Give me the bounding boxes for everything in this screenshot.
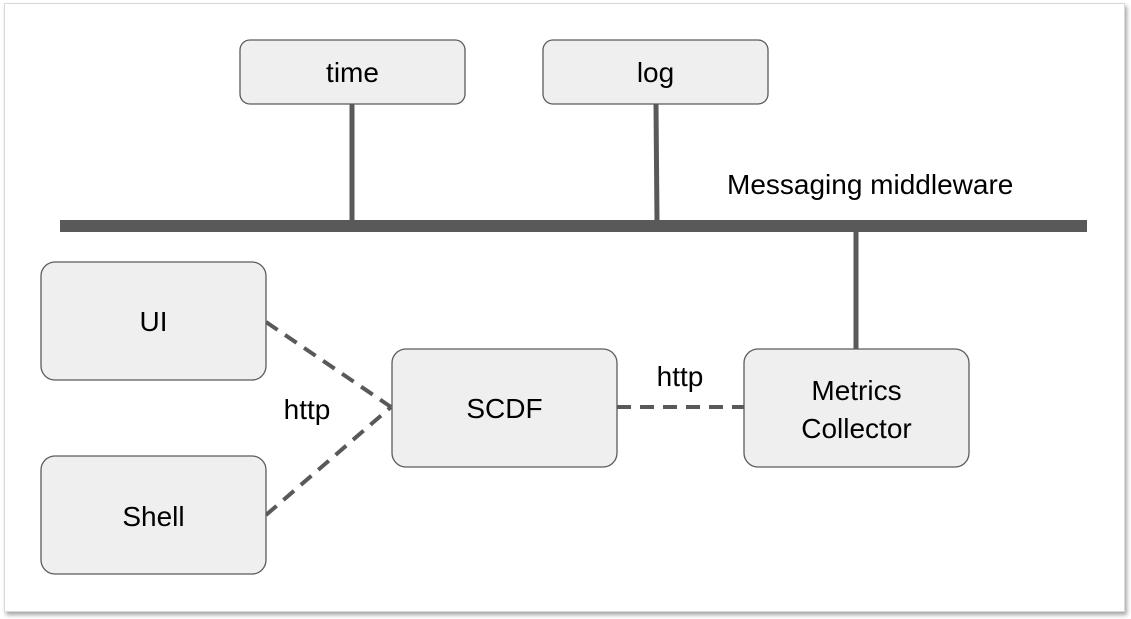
time-node-box (239, 39, 466, 105)
scdf-node: SCDF (391, 348, 618, 468)
ui-node-label: UI (140, 306, 168, 337)
shell-scdf-connector (264, 405, 393, 517)
log-bus-connector (653, 103, 660, 223)
metrics-collector-node: Metrics Collector (743, 348, 970, 468)
log-node-label: log (637, 57, 674, 88)
scdf-node-label: SCDF (466, 393, 542, 424)
metrics-collector-node-box (743, 348, 970, 468)
metrics-collector-label-line-1: Metrics (811, 375, 901, 406)
metrics-http-label: http (657, 361, 704, 392)
scdf-node-box (391, 348, 618, 468)
log-node-box (542, 39, 769, 105)
time-node: time (239, 39, 466, 105)
shell-node: Shell (40, 455, 267, 575)
log-node: log (542, 39, 769, 105)
shell-node-box (40, 455, 267, 575)
metrics-collector-label-line-2: Collector (801, 413, 911, 444)
client-http-label: http (284, 394, 331, 425)
ui-node-box (40, 261, 267, 381)
ui-node: UI (40, 261, 267, 381)
messaging-bus-label: Messaging middleware (727, 169, 1013, 200)
time-node-label: time (326, 57, 379, 88)
shell-node-label: Shell (122, 501, 184, 532)
ui-scdf-connector (264, 320, 393, 409)
